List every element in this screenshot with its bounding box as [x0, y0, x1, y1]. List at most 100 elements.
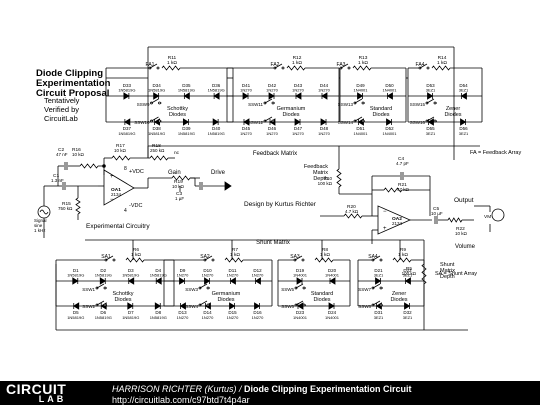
diode-d34	[153, 92, 160, 100]
opamp-oa1	[103, 169, 135, 206]
drive-label: Drive	[211, 170, 226, 176]
project-title[interactable]: Diode Clipping Experimentation Circuit	[244, 384, 412, 394]
diode-d4	[155, 277, 162, 285]
feedback-depth-label-2: Matrix	[313, 170, 328, 176]
component-label: R13	[359, 55, 368, 61]
switch-contact	[271, 101, 275, 105]
component-label: D34	[152, 83, 161, 88]
diode-d21	[375, 277, 382, 285]
component-label: Standard	[311, 291, 333, 297]
resistor-r5	[421, 263, 427, 285]
circuitlab-logo[interactable]: CIRCUIT LAB	[6, 382, 66, 404]
circuit-title: Diode Clipping Experimentation Circuit P…	[36, 69, 146, 99]
diode-d49	[357, 92, 364, 100]
resistor-r18	[149, 155, 169, 161]
resistor-r11	[161, 65, 181, 71]
switch-lever	[274, 63, 283, 69]
component-label: Diodes	[169, 112, 186, 118]
component-label: D19	[296, 268, 305, 273]
component-label: D24	[328, 310, 337, 315]
component-label: 1N5819G	[67, 273, 84, 278]
feedback-depth-label-1: Feedback	[304, 164, 328, 170]
component-label: 1N5819G	[208, 88, 225, 93]
shunt-depth-label-1: Shunt	[440, 262, 455, 268]
resistor-r6	[125, 257, 145, 263]
switch-lever	[354, 116, 363, 122]
component-label: 3EZ1	[426, 88, 436, 93]
diode-d35	[183, 92, 190, 100]
diode-d36	[213, 92, 220, 100]
component-label: SSW16	[410, 120, 426, 125]
minus-vdc-label: -VDC	[129, 203, 142, 209]
component-label: SSW10	[134, 120, 150, 125]
component-label: D4	[155, 268, 161, 273]
component-label: D16	[253, 310, 262, 315]
component-label: R10	[324, 176, 333, 181]
switch-contact	[158, 101, 161, 105]
component-label: C1	[53, 173, 59, 179]
switch-contact	[433, 101, 437, 105]
component-label: 1N5819G	[67, 315, 84, 320]
component-label: Schottky	[167, 106, 188, 112]
diode-d45	[243, 118, 250, 126]
component-label: R15	[62, 201, 71, 207]
diode-d19	[296, 277, 303, 285]
component-label: Signal	[34, 218, 47, 223]
switch-lever	[151, 116, 159, 122]
component-label: SSW3	[185, 287, 198, 292]
diode-d56	[460, 118, 467, 126]
component-label: 1N4001	[325, 315, 340, 320]
component-label: +	[110, 174, 114, 180]
component-label: D39	[182, 126, 191, 131]
diode-d15	[229, 302, 236, 310]
component-label: 3EZ1	[403, 273, 413, 278]
component-label: D7	[128, 310, 134, 315]
switch-contact	[103, 303, 107, 307]
component-label: D23	[296, 310, 305, 315]
component-label: D15	[228, 310, 237, 315]
component-label: R20	[347, 204, 356, 210]
diode-d1	[72, 277, 79, 285]
component-label: R14	[438, 55, 447, 61]
component-label: D49	[356, 83, 365, 88]
switch-contact	[271, 119, 275, 123]
component-label: R21	[398, 182, 407, 188]
component-label: 1N270	[292, 131, 305, 136]
diode-d9	[179, 277, 186, 285]
component-label: 1N270	[318, 88, 331, 93]
diode-d37	[124, 118, 131, 126]
component-label: 2134	[111, 192, 122, 197]
switch-contact	[379, 258, 383, 262]
component-label: 100 kΩ	[402, 271, 417, 276]
component-label: D11	[229, 268, 237, 273]
switch-contact	[361, 101, 365, 105]
diode-d47	[294, 118, 301, 126]
component-label: D3	[128, 268, 134, 273]
component-label: 3EZ1	[426, 131, 436, 136]
component-label: Diodes	[372, 112, 389, 118]
component-label: D1	[73, 268, 79, 273]
switch-contact	[206, 286, 210, 290]
switch-lever	[264, 98, 273, 104]
diode-d8	[154, 302, 162, 310]
switch-contact	[426, 66, 430, 70]
switch-lever	[96, 300, 105, 306]
author-name[interactable]: HARRISON RICHTER (Kurtus)	[112, 384, 237, 394]
diode-d16	[254, 302, 261, 310]
diode-d22	[404, 277, 411, 285]
project-url[interactable]: http://circuitlab.com/c97btd7t4p4ar	[112, 395, 250, 405]
component-label: R16	[72, 147, 81, 153]
component-label: 4.7 kΩ	[345, 209, 359, 214]
resistor-r20	[343, 213, 363, 219]
diode-d54	[460, 92, 467, 100]
diode-d2	[99, 277, 107, 285]
component-label: 1N4001	[293, 315, 308, 320]
component-label: Diodes	[444, 112, 461, 118]
verified-line-2: Verified by	[44, 105, 80, 114]
component-label: 10 kΩ	[114, 148, 127, 153]
component-label: 1N270	[318, 131, 331, 136]
component-label: C5	[433, 206, 439, 212]
junction-dot	[102, 164, 106, 168]
switch-contact	[156, 66, 160, 70]
